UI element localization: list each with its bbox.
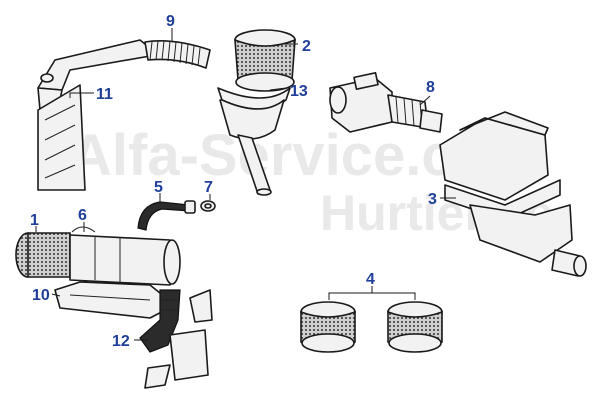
callout-9: 9 bbox=[166, 13, 175, 30]
part-5-small-hose bbox=[137, 200, 196, 231]
callout-10: 10 bbox=[32, 287, 50, 304]
part-9-corrugated-hose bbox=[144, 40, 211, 69]
callout-11: 11 bbox=[96, 86, 113, 103]
callout-1: 1 bbox=[30, 212, 39, 229]
callout-labels: 9 2 11 13 8 3 5 7 1 6 10 12 4 bbox=[30, 13, 437, 350]
part-6-band-clamp bbox=[71, 226, 96, 233]
callout-4: 4 bbox=[366, 271, 375, 288]
callout-3: 3 bbox=[428, 191, 437, 208]
part-10-gasket-bracket bbox=[54, 281, 176, 319]
callout-8: 8 bbox=[426, 79, 435, 96]
callout-13: 13 bbox=[290, 83, 308, 100]
part-2-filter-element bbox=[234, 29, 296, 92]
callout-6: 6 bbox=[78, 207, 87, 224]
part-13-housing-downpipe bbox=[217, 87, 291, 196]
callout-5: 5 bbox=[154, 179, 163, 196]
callout-7: 7 bbox=[204, 179, 213, 196]
part-1-air-cleaner-assembly bbox=[15, 232, 181, 286]
leader-lines bbox=[35, 28, 456, 341]
part-7-washer bbox=[200, 200, 216, 212]
callout-2: 2 bbox=[302, 38, 311, 55]
part-12-downpipe-bracket bbox=[139, 289, 213, 389]
part-4-filter-cartridge-right bbox=[387, 301, 443, 353]
callout-12: 12 bbox=[112, 333, 130, 350]
part-4-filter-cartridge-left bbox=[300, 301, 356, 353]
part-11-intake-duct bbox=[37, 39, 151, 191]
part-3-air-box bbox=[439, 111, 587, 277]
part-8-air-flow-meter bbox=[329, 72, 443, 133]
